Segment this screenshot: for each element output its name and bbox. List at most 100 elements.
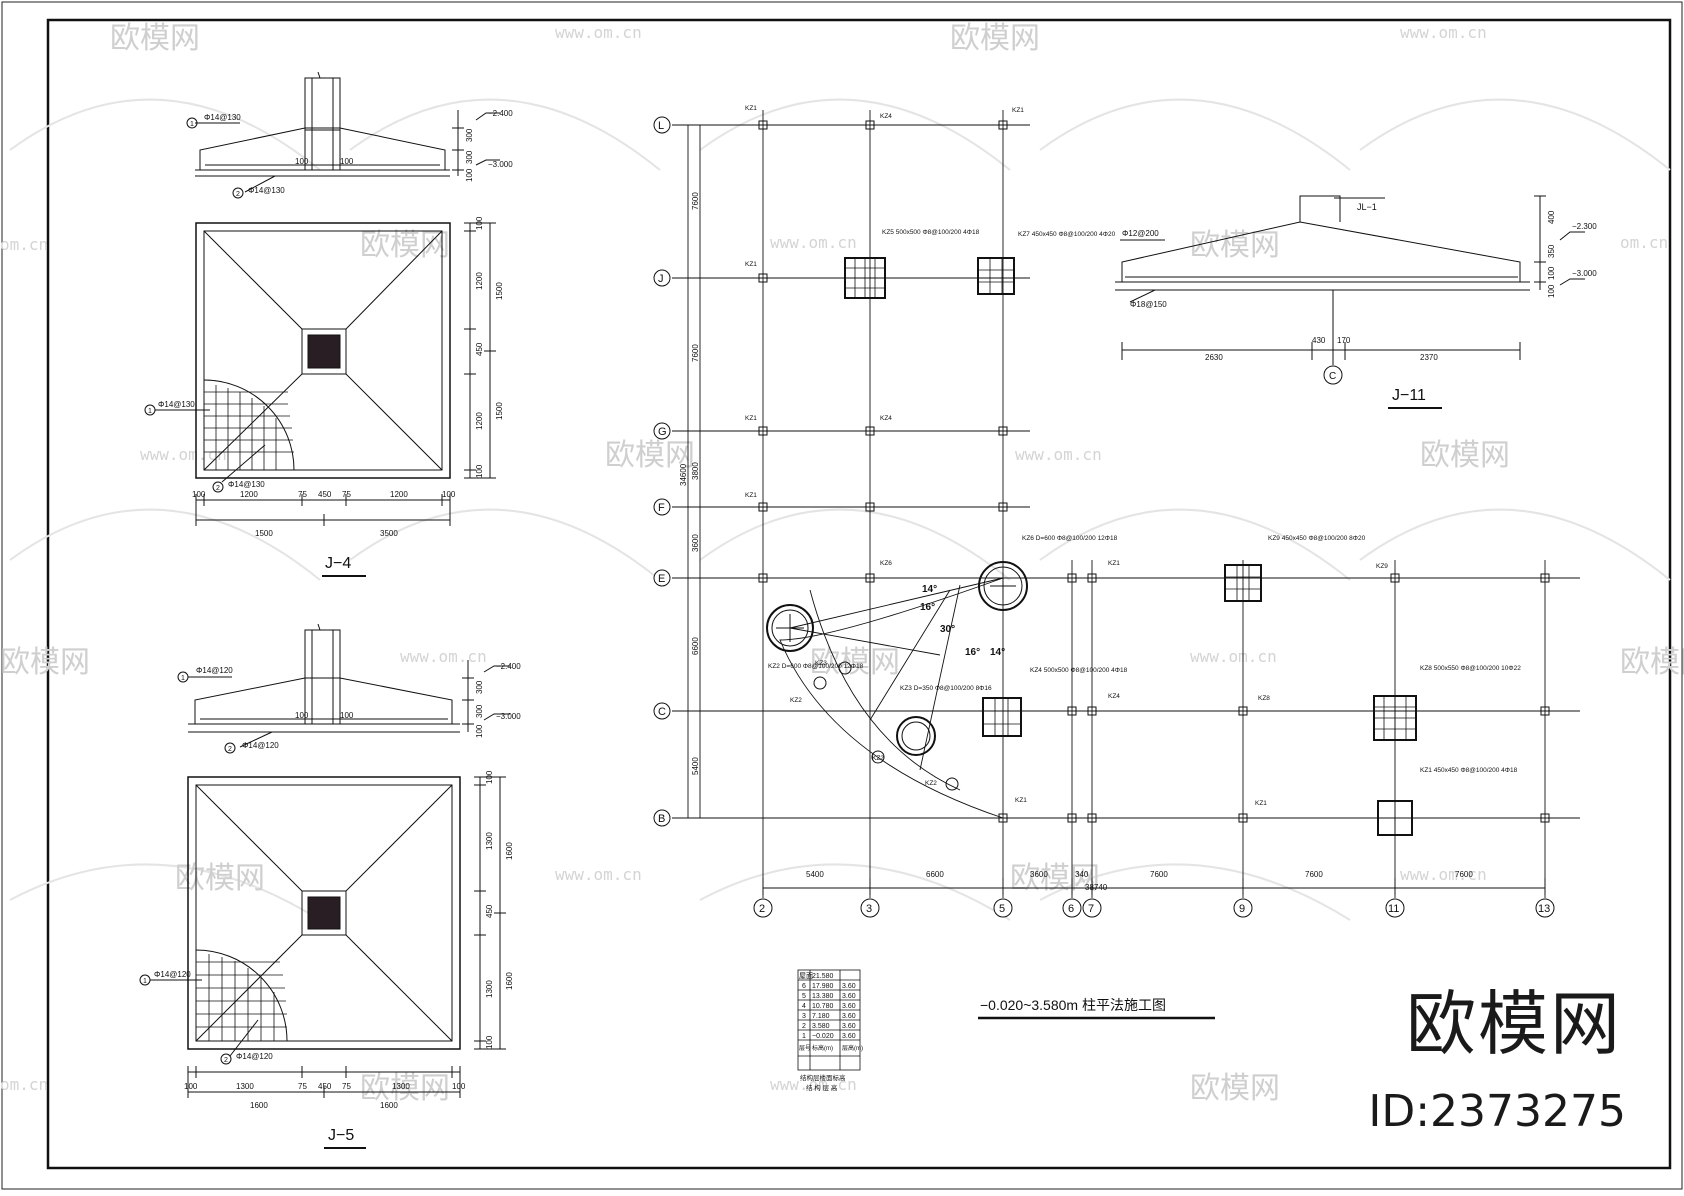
svg-text:6: 6: [1068, 903, 1074, 915]
svg-text:1500: 1500: [495, 282, 504, 300]
svg-text:9: 9: [1239, 903, 1245, 915]
svg-text:1: 1: [190, 121, 194, 128]
svg-text:350: 350: [1547, 244, 1556, 258]
watermark-brand: 欧模网: [1620, 645, 1684, 680]
svg-text:1600: 1600: [505, 972, 514, 990]
j4-rebar-bottom: Φ14@130: [248, 186, 285, 195]
svg-text:3600: 3600: [691, 534, 700, 552]
svg-text:4: 4: [802, 1003, 806, 1010]
svg-text:KZ8 500x550 Φ8@100/200 10Φ22: KZ8 500x550 Φ8@100/200 10Φ22: [1420, 665, 1521, 672]
svg-text:KZ3: KZ3: [815, 660, 827, 667]
svg-text:7600: 7600: [691, 344, 700, 362]
svg-text:100: 100: [475, 724, 484, 738]
svg-text:KZ1: KZ1: [745, 261, 757, 268]
axis-J: J: [658, 273, 664, 285]
watermark-url: www.om.cn: [555, 865, 642, 884]
watermark-brand: 欧模网: [360, 228, 450, 263]
svg-text:1300: 1300: [485, 980, 494, 998]
svg-text:KZ1: KZ1: [745, 492, 757, 499]
watermark-url: www.om.cn: [1190, 647, 1277, 666]
svg-text:3.60: 3.60: [842, 1003, 856, 1010]
svg-text:3.60: 3.60: [842, 1013, 856, 1020]
svg-text:7: 7: [1088, 903, 1094, 915]
svg-text:100: 100: [295, 157, 309, 166]
watermark-id: ID:2373275: [1368, 1086, 1626, 1137]
svg-text:400: 400: [1547, 210, 1556, 224]
svg-text:3.60: 3.60: [842, 1033, 856, 1040]
svg-text:100: 100: [295, 711, 309, 720]
watermark-brand-large: 欧模网: [1406, 983, 1622, 1065]
j4-plan-text: 1 Φ14@130 2 Φ14@130 100 1200 75 450 75 1…: [144, 216, 504, 577]
svg-text:75: 75: [298, 1082, 307, 1091]
watermark-url: www.om.cn: [770, 233, 857, 252]
svg-text:1600: 1600: [250, 1101, 268, 1110]
svg-text:2: 2: [224, 1057, 228, 1064]
watermark-url: www.om.cn: [1015, 445, 1102, 464]
svg-text:75: 75: [342, 490, 351, 499]
svg-text:2630: 2630: [1205, 353, 1223, 362]
svg-text:450: 450: [475, 342, 484, 356]
svg-text:34600: 34600: [679, 463, 688, 486]
svg-text:−0.020: −0.020: [812, 1033, 834, 1040]
svg-text:1: 1: [148, 408, 152, 415]
watermark-url: om.cn: [1620, 233, 1668, 252]
svg-text:Φ14@130: Φ14@130: [228, 480, 265, 489]
svg-text:1300: 1300: [485, 832, 494, 850]
svg-text:300: 300: [465, 150, 474, 164]
svg-text:1: 1: [181, 675, 185, 682]
axis-B: B: [658, 813, 665, 825]
svg-text:KZ5 500x500 Φ8@100/200 4Φ18: KZ5 500x500 Φ8@100/200 4Φ18: [882, 229, 980, 236]
svg-text:3.580: 3.580: [812, 1023, 830, 1030]
svg-text:430: 430: [1312, 336, 1326, 345]
svg-text:100: 100: [485, 770, 494, 784]
col-axis-bubbles: 2 3 5 6 7 9 11 13: [753, 898, 1555, 918]
svg-text:1200: 1200: [475, 272, 484, 290]
svg-text:21.580: 21.580: [812, 973, 834, 980]
svg-text:300: 300: [475, 680, 484, 694]
svg-text:KZ1 450x450 Φ8@100/200 4Φ18: KZ1 450x450 Φ8@100/200 4Φ18: [1420, 767, 1518, 774]
watermark-url: www.om.cn: [1400, 23, 1487, 42]
watermark-brand: 欧模网: [810, 645, 900, 680]
j5-plan-text: 1 Φ14@120 2 Φ14@120 100 1300 75 450 75 1…: [139, 770, 514, 1149]
svg-text:2: 2: [216, 485, 220, 492]
axis-L: L: [658, 120, 664, 132]
svg-text:KZ1: KZ1: [1015, 797, 1027, 804]
svg-text:7600: 7600: [1150, 870, 1168, 879]
svg-text:2: 2: [228, 746, 232, 753]
svg-text:−2.300: −2.300: [1572, 222, 1597, 231]
svg-text:300: 300: [465, 128, 474, 142]
svg-text:7.180: 7.180: [812, 1013, 830, 1020]
svg-text:1600: 1600: [380, 1101, 398, 1110]
svg-text:3.60: 3.60: [842, 983, 856, 990]
svg-text:300: 300: [475, 704, 484, 718]
svg-text:13.380: 13.380: [812, 993, 834, 1000]
watermark-url: www.om.cn: [770, 1075, 857, 1094]
svg-text:30°: 30°: [940, 624, 955, 635]
watermark-arcs: [9, 98, 1671, 921]
svg-text:100: 100: [475, 216, 484, 230]
svg-text:KZ6: KZ6: [880, 560, 892, 567]
svg-text:KZ2: KZ2: [925, 780, 937, 787]
svg-text:75: 75: [298, 490, 307, 499]
svg-text:170: 170: [1337, 336, 1351, 345]
svg-text:KZ7 450x450 Φ8@100/200 4Φ20: KZ7 450x450 Φ8@100/200 4Φ20: [1018, 231, 1116, 238]
svg-text:结构层楼面标高: 结构层楼面标高: [800, 1073, 846, 1082]
plan-title: −0.020~3.580m 柱平法施工图: [980, 997, 1166, 1013]
svg-text:100: 100: [465, 168, 474, 182]
svg-text:3: 3: [802, 1013, 806, 1020]
svg-text:3600: 3600: [1030, 870, 1048, 879]
svg-text:100: 100: [340, 157, 354, 166]
watermark-brand: 欧模网: [175, 861, 265, 896]
svg-text:层号: 层号: [799, 1045, 811, 1052]
svg-text:1300: 1300: [236, 1082, 254, 1091]
svg-text:450: 450: [485, 904, 494, 918]
svg-text:100: 100: [1547, 266, 1556, 280]
svg-text:16°: 16°: [965, 647, 980, 658]
svg-text:屋面: 屋面: [799, 972, 813, 980]
svg-text:Φ14@120: Φ14@120: [154, 970, 191, 979]
svg-text:7600: 7600: [691, 192, 700, 210]
svg-text:KZ6 D=600 Φ8@100/200 12Φ18: KZ6 D=600 Φ8@100/200 12Φ18: [1022, 535, 1118, 542]
svg-text:1200: 1200: [390, 490, 408, 499]
svg-text:C: C: [1329, 371, 1336, 382]
